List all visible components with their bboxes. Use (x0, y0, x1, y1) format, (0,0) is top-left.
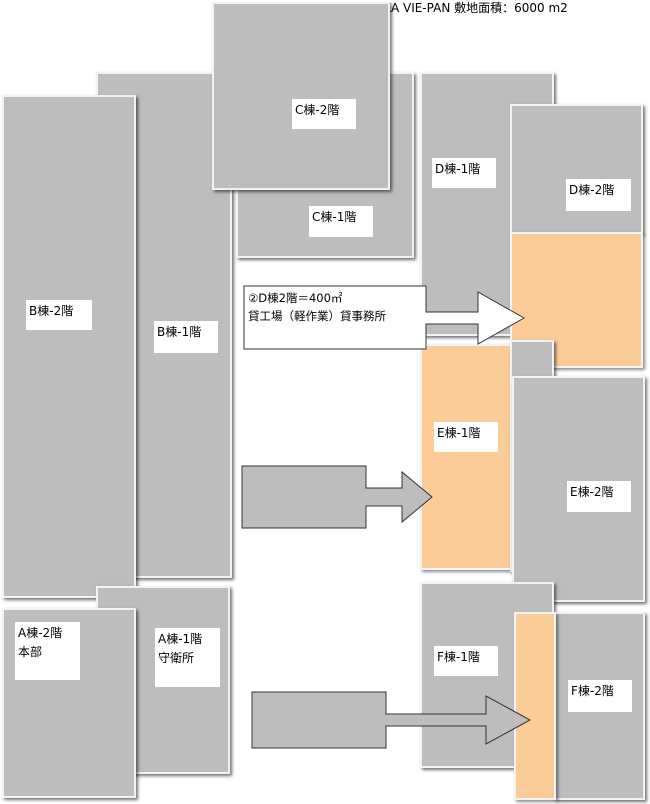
callout-arrow-d2 (243, 285, 526, 350)
label-c2: C棟-2階 (292, 99, 356, 129)
label-b2: B棟-2階 (26, 300, 92, 330)
site-title: UNIKA VIE-PAN 敷地面積：6000 m2 (362, 1, 568, 15)
label-c1: C棟-1階 (309, 206, 373, 237)
arrow-e1 (241, 465, 433, 529)
arrow-f2 (251, 691, 532, 749)
label-f1: F棟-1階 (434, 646, 498, 676)
callout-line1: ②D棟2階＝400㎡ (248, 291, 343, 305)
label-e1: E棟-1階 (434, 422, 498, 452)
rental-space-f2[interactable] (514, 612, 556, 800)
label-d1: D棟-1階 (432, 158, 496, 188)
label-d2: D棟-2階 (566, 179, 631, 211)
building-d2[interactable] (510, 104, 643, 234)
building-c2[interactable] (212, 2, 390, 190)
label-b1: B棟-1階 (154, 321, 218, 353)
label-a1: A棟-1階守衛所 (155, 628, 220, 687)
building-b2[interactable] (2, 95, 136, 598)
callout-text: ②D棟2階＝400㎡ 貸工場（軽作業）貸事務所 (248, 289, 386, 325)
label-e2: E棟-2階 (567, 481, 631, 512)
label-f2: F棟-2階 (568, 680, 632, 712)
callout-line2: 貸工場（軽作業）貸事務所 (248, 309, 386, 323)
label-a2: A棟-2階本部 (15, 622, 80, 680)
